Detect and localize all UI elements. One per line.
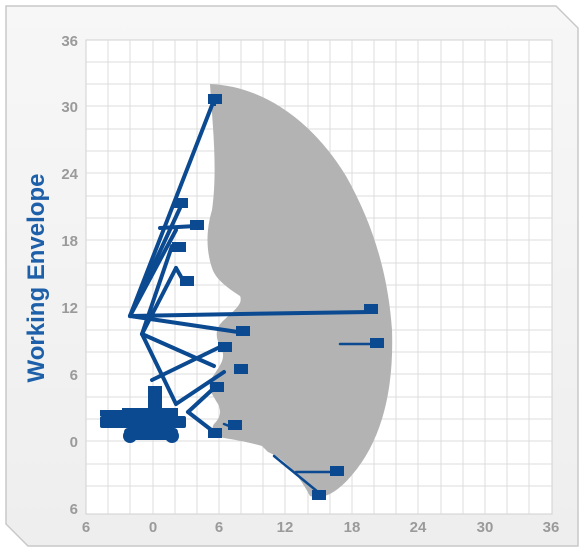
y-tick: 18 xyxy=(61,233,78,250)
y-tick: 36 xyxy=(61,33,78,50)
y-tick: 24 xyxy=(61,166,78,183)
x-tick: 18 xyxy=(344,519,361,536)
y-axis-ticks: 36 30 24 18 12 6 0 6 xyxy=(61,33,78,518)
x-tick: 6 xyxy=(215,519,223,536)
envelope-area xyxy=(207,84,393,498)
platform-basket-icon xyxy=(172,94,384,500)
x-tick: 24 xyxy=(410,519,427,536)
x-tick: 12 xyxy=(277,519,294,536)
x-tick: 6 xyxy=(82,519,90,536)
y-tick: 6 xyxy=(70,501,78,518)
y-tick: 6 xyxy=(70,367,78,384)
y-tick: 30 xyxy=(61,99,78,116)
diagram-title: Working Envelope xyxy=(23,174,50,383)
x-axis-ticks: 6 0 6 12 18 24 30 36 xyxy=(82,519,560,536)
x-tick: 30 xyxy=(477,519,494,536)
x-tick: 0 xyxy=(149,519,157,536)
x-tick: 36 xyxy=(543,519,560,536)
y-tick: 12 xyxy=(61,300,78,317)
boom-lines xyxy=(128,98,372,434)
y-tick: 0 xyxy=(70,434,78,451)
boom-lift-icon xyxy=(100,386,186,443)
